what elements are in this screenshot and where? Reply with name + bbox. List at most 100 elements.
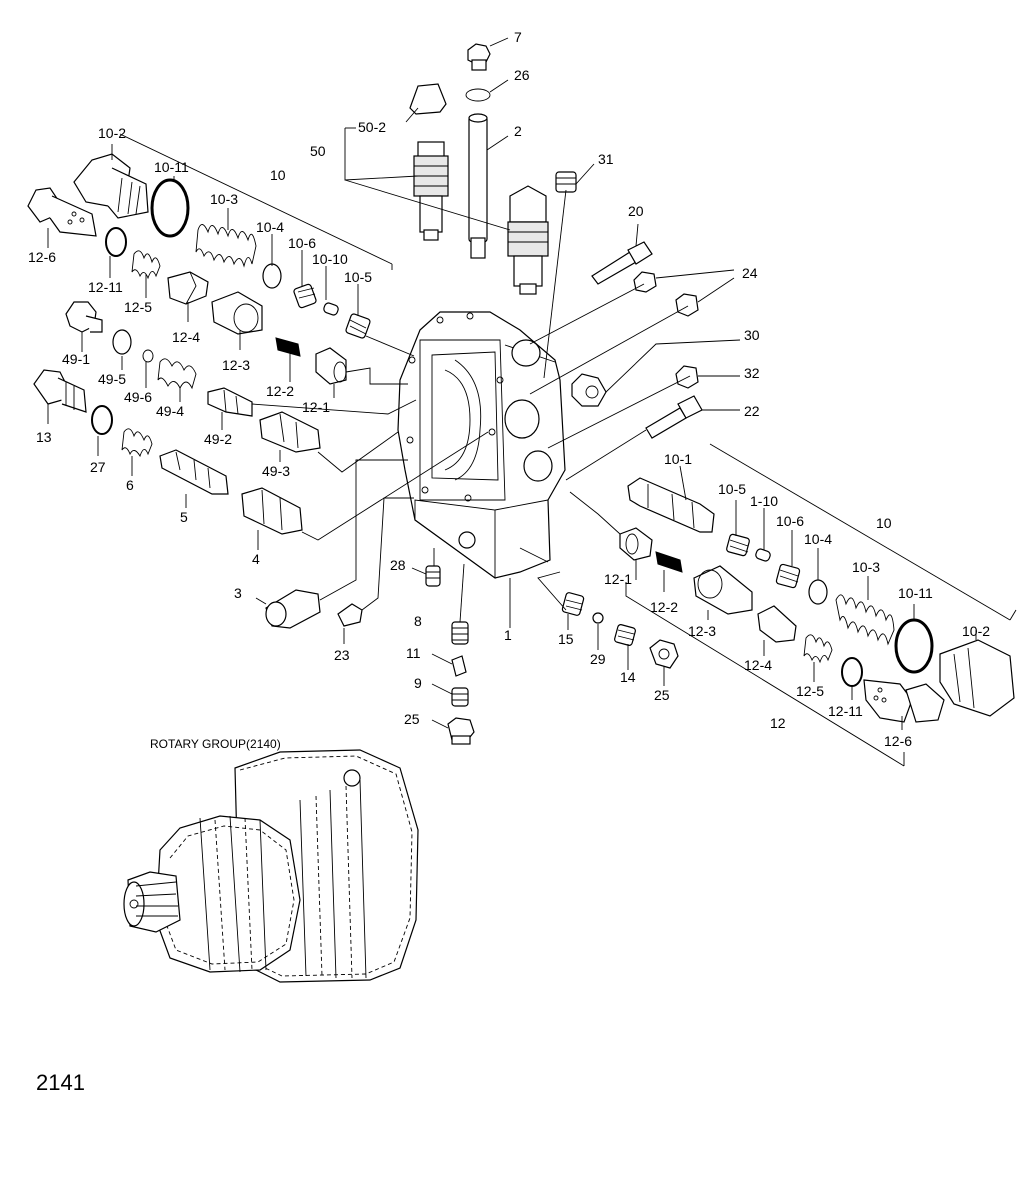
label-10-5-left: 10-5 [344, 269, 372, 285]
label-10-6-right: 10-6 [776, 513, 804, 529]
part-25-plug-bottom [447, 717, 475, 745]
label-49-5: 49-5 [98, 371, 126, 387]
part-12-3-sleeve-right [693, 565, 753, 615]
label-8: 8 [414, 613, 422, 629]
label-10-left: 10 [270, 167, 286, 183]
part-24-plug-a [633, 271, 657, 293]
label-23: 23 [334, 647, 350, 663]
label-28: 28 [390, 557, 406, 573]
label-29: 29 [590, 651, 606, 667]
label-12-2-right: 12-2 [650, 599, 678, 615]
part-15-plug [561, 592, 585, 616]
part-6-spring [121, 428, 153, 458]
label-10-11-right: 10-11 [898, 585, 933, 601]
part-12-2-spring-left [275, 337, 301, 357]
label-12-5-left: 12-5 [124, 299, 152, 315]
part-10-5-plug-right [726, 533, 750, 557]
part-12-3-sleeve-left [211, 291, 263, 335]
label-12-3-left: 12-3 [222, 357, 250, 373]
label-26: 26 [514, 67, 530, 83]
part-26-oring [465, 88, 491, 102]
part-10-10-pin-left [323, 302, 339, 316]
part-13-plug [33, 369, 87, 413]
rotary-group-label: ROTARY GROUP(2140) [150, 737, 281, 751]
label-20: 20 [628, 203, 644, 219]
part-12-5-spring-left [131, 250, 161, 280]
part-50-2-cap [409, 83, 447, 115]
label-49-3: 49-3 [262, 463, 290, 479]
label-22: 22 [744, 403, 760, 419]
label-12-4-left: 12-4 [172, 329, 200, 345]
part-10-5-plug-left [345, 313, 371, 339]
part-24-plug-b [675, 293, 699, 317]
part-29-ball [592, 612, 604, 624]
label-10-4-left: 10-4 [256, 219, 284, 235]
label-10-2-right: 10-2 [962, 623, 990, 639]
part-49-2-spool [207, 387, 253, 417]
part-4-spool [241, 487, 303, 535]
label-2: 2 [514, 123, 522, 139]
part-7-plug [467, 43, 491, 71]
label-11: 11 [406, 645, 421, 661]
label-24: 24 [742, 265, 758, 281]
label-25-right: 25 [654, 687, 670, 703]
part-28-plug [425, 565, 441, 587]
valve-housing [397, 311, 566, 579]
part-14-plug [614, 624, 636, 646]
leader-lines [47, 37, 1017, 767]
part-50-valve-a [413, 141, 449, 241]
label-10-3-left: 10-3 [210, 191, 238, 207]
part-11-pin [451, 655, 467, 677]
part-1-10-pin [755, 548, 771, 562]
part-22-bolt [645, 395, 703, 439]
part-12-11-oring-left [105, 227, 127, 257]
part-3-plug [265, 589, 321, 629]
label-12-6-right: 12-6 [884, 733, 912, 749]
label-27: 27 [90, 459, 106, 475]
part-25-plug-right [649, 639, 679, 669]
part-12-1-spool-right [619, 527, 653, 561]
part-10-6-plug-right [775, 563, 801, 589]
part-10-1-spool [627, 477, 715, 533]
label-5: 5 [180, 509, 188, 525]
page-number: 2141 [36, 1070, 85, 1095]
label-12-1-left: 12-1 [302, 399, 330, 415]
label-12-1-right: 12-1 [604, 571, 632, 587]
label-12-3-right: 12-3 [688, 623, 716, 639]
label-14: 14 [620, 669, 636, 685]
label-50-2: 50-2 [358, 119, 386, 135]
label-10-5-right: 10-5 [718, 481, 746, 497]
label-12-6-left: 12-6 [28, 249, 56, 265]
part-49-4-spring [157, 358, 197, 390]
label-12-2-left: 12-2 [266, 383, 294, 399]
part-31-plug [555, 171, 577, 193]
part-5-spool [159, 449, 229, 495]
part-12-4-spool-right [757, 605, 797, 643]
part-10-6-plug-left [293, 283, 317, 309]
label-10-3-right: 10-3 [852, 559, 880, 575]
label-3: 3 [234, 585, 242, 601]
part-32-plug [675, 365, 699, 389]
label-12-4-right: 12-4 [744, 657, 772, 673]
label-10-2-left: 10-2 [98, 125, 126, 141]
part-20-bolt [591, 241, 653, 285]
part-23-pin [337, 603, 363, 627]
label-49-4: 49-4 [156, 403, 184, 419]
label-12-11-right: 12-11 [828, 703, 863, 719]
part-9-plug [451, 687, 469, 707]
part-10-2-plug-left [73, 153, 149, 219]
part-10-3-spring-left [195, 224, 257, 268]
label-12-11-left: 12-11 [88, 279, 123, 295]
part-10-3-spring-right [835, 594, 895, 646]
part-labels: 7 26 2 50-2 50 31 20 24 30 32 22 10-2 10… [28, 29, 990, 749]
part-12-1-spool-left [315, 347, 347, 385]
part-12-6-plug-right [863, 679, 945, 723]
label-12-right: 12 [770, 715, 786, 731]
label-1: 1 [504, 627, 512, 643]
label-10-4-right: 10-4 [804, 531, 832, 547]
label-10-1: 10-1 [664, 451, 692, 467]
part-30-plug [571, 373, 607, 407]
label-49-1: 49-1 [62, 351, 90, 367]
part-10-11-oring-left [150, 178, 190, 238]
